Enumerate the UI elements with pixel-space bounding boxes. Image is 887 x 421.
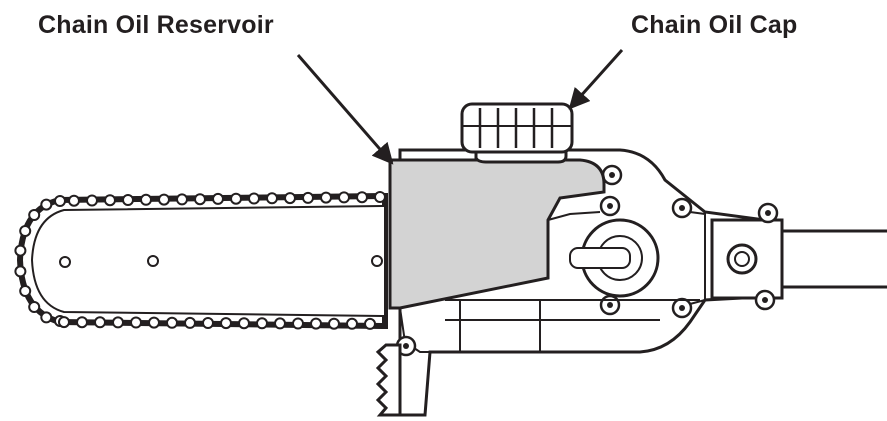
chain-link	[302, 191, 314, 204]
chain-link	[338, 191, 350, 204]
chain-link	[274, 317, 286, 330]
chain-link	[28, 301, 41, 313]
chain-link	[40, 198, 53, 211]
chain-link	[166, 316, 178, 329]
chain-link	[220, 317, 232, 330]
chain-link	[130, 316, 142, 329]
chain-link	[140, 193, 152, 206]
chain-link	[148, 316, 160, 329]
chain-oil-reservoir	[388, 158, 606, 357]
chain-link	[238, 317, 250, 330]
chain-link	[54, 195, 66, 207]
chain-link	[230, 192, 242, 205]
guide-bar	[16, 192, 388, 330]
chain-link	[346, 317, 358, 330]
chain-link	[14, 265, 27, 278]
chain-link	[320, 191, 332, 204]
chain-link	[28, 209, 41, 221]
chain-link	[68, 194, 80, 207]
chain-link	[364, 317, 376, 330]
chain-oil-cap	[460, 102, 574, 164]
chain-link	[184, 316, 196, 329]
chain-link	[40, 311, 53, 324]
chain-link	[14, 244, 27, 257]
cap-leader-arrow	[568, 48, 624, 110]
drive-shaft-tube	[778, 229, 887, 289]
chain-link	[284, 192, 296, 205]
chain-oil-cap-label: Chain Oil Cap	[631, 11, 798, 39]
saw-chain	[14, 191, 386, 330]
chain-link	[19, 285, 32, 297]
chain-link	[58, 316, 70, 329]
chain-link	[356, 191, 368, 204]
chain-link	[310, 317, 322, 330]
chain-link	[176, 193, 188, 206]
chain-link	[248, 192, 260, 205]
chain-link	[328, 317, 340, 330]
chain-link	[158, 193, 170, 206]
chain-link	[292, 317, 304, 330]
chain-link	[122, 194, 134, 206]
reservoir-leader-arrow	[296, 54, 394, 165]
chain-link	[202, 317, 214, 329]
chain-link	[194, 193, 206, 206]
chain-oil-reservoir-label: Chain Oil Reservoir	[38, 11, 274, 39]
chain-link	[86, 194, 98, 207]
chain-link	[266, 192, 278, 205]
chain-link	[104, 194, 116, 207]
chain-link	[212, 192, 224, 205]
chain-link	[94, 316, 106, 329]
bucking-spike	[375, 343, 402, 417]
chain-link	[19, 225, 32, 237]
chain-link	[112, 316, 124, 329]
chain-link	[374, 191, 386, 203]
chain-link	[256, 317, 268, 330]
chain-link	[76, 316, 88, 329]
